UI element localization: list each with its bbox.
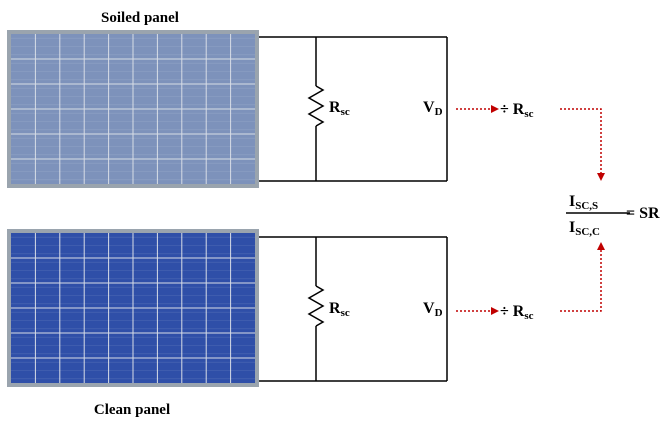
soiled-to-ratio-arrow (560, 108, 605, 181)
soiled-panel-grid (11, 34, 255, 184)
ratio-denominator: ISC,C (569, 219, 600, 238)
soiled-voltage-label: VD (423, 99, 443, 118)
clean-circuit (259, 236, 448, 382)
soiled-panel-title: Soiled panel (101, 10, 179, 26)
clean-panel-title: Clean panel (94, 402, 170, 418)
resistor-symbol (307, 85, 325, 127)
resistor-symbol (307, 285, 325, 327)
clean-to-ratio-arrow (560, 242, 605, 312)
ratio-equals-sr: = SR (626, 205, 660, 222)
clean-solar-panel (7, 229, 259, 387)
soiled-resistor-label: Rsc (329, 99, 350, 118)
clean-panel-grid (11, 233, 255, 383)
clean-divide-label: ÷ Rsc (500, 303, 534, 322)
clean-resistor-label: Rsc (329, 300, 350, 319)
clean-voltage-label: VD (423, 300, 443, 319)
ratio-numerator: ISC,S (569, 193, 598, 212)
soiled-circuit (259, 36, 448, 182)
soiling-ratio-equation: ISC,S ISC,C = SR (566, 193, 660, 238)
soiled-solar-panel (7, 30, 259, 188)
soiled-divide-label: ÷ Rsc (500, 101, 534, 120)
